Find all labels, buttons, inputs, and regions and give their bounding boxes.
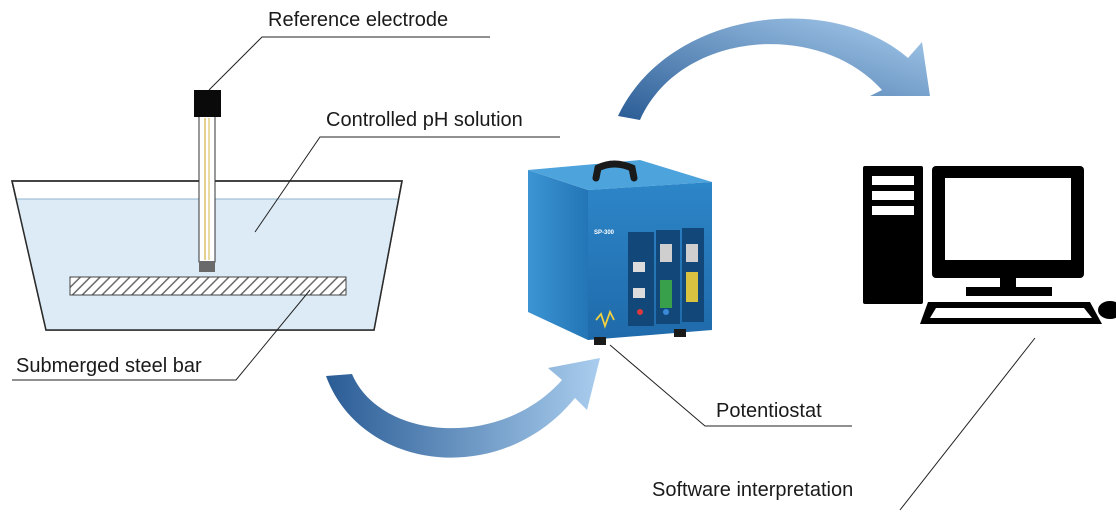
potentiostat-device: SP-300 <box>528 160 712 345</box>
computer <box>863 166 1116 324</box>
leader-reference-electrode <box>208 36 490 91</box>
carry-handle <box>592 160 638 182</box>
device-model-label: SP-300 <box>594 230 615 236</box>
leader-potentiostat <box>609 344 852 427</box>
steel-bar <box>69 276 347 296</box>
leader-software <box>899 337 1036 511</box>
label-controlled-ph-solution: Controlled pH solution <box>326 109 523 131</box>
label-reference-electrode: Reference electrode <box>268 9 449 31</box>
electrode-tube <box>198 115 216 263</box>
arrow-computer-to-potentiostat <box>618 18 930 120</box>
label-software-interpretation: Software interpretation <box>652 479 854 501</box>
electrode-tip <box>199 261 215 272</box>
brand-logo <box>595 309 615 329</box>
reference-electrode <box>194 90 221 272</box>
label-potentiostat: Potentiostat <box>716 400 822 422</box>
electrode-cap <box>194 90 221 117</box>
mouse-icon <box>1098 301 1116 319</box>
leader-ph-solution <box>254 136 560 233</box>
leader-steel-bar <box>12 289 311 381</box>
label-submerged-steel-bar: Submerged steel bar <box>16 355 202 377</box>
computer-tower-icon <box>863 166 923 304</box>
arrow-tank-to-potentiostat <box>326 358 600 458</box>
